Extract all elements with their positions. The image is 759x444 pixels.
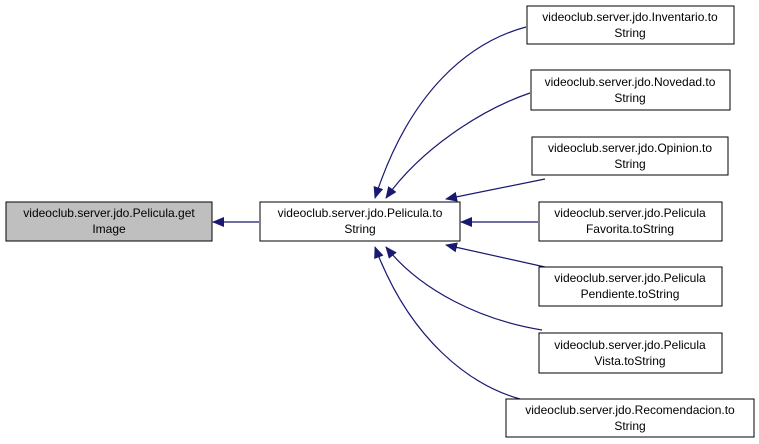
edge-pendiente-tostring-to-pelicula-tostring [445,242,546,268]
node-label-line2: Pendiente.toString [581,287,680,301]
edge-novedad-tostring-to-pelicula-tostring [385,92,531,199]
node-label-line1: videoclub.server.jdo.Opinion.to [548,141,712,155]
node-pelicula-favorita-tostring[interactable]: videoclub.server.jdo.Pelicula Favorita.t… [538,201,723,242]
node-label-line2: Favorita.toString [586,222,674,236]
edges [212,26,546,400]
node-recomendacion-tostring[interactable]: videoclub.server.jdo.Recomendacion.to St… [505,398,755,438]
node-pelicula-pendiente-tostring[interactable]: videoclub.server.jdo.Pelicula Pendiente.… [538,266,723,307]
node-label-line1: videoclub.server.jdo.Pelicula.to [278,206,443,220]
node-label-line2: String [614,157,645,171]
nodes: videoclub.server.jdo.Pelicula.get Image … [5,5,755,438]
node-label-line1: videoclub.server.jdo.Inventario.to [542,10,718,24]
node-novedad-tostring[interactable]: videoclub.server.jdo.Novedad.to String [530,69,731,111]
node-label-line2: String [614,419,645,433]
node-label-line2: String [614,91,645,105]
edge-recomendacion-tostring-to-pelicula-tostring [374,246,521,400]
node-pelicula-vista-tostring[interactable]: videoclub.server.jdo.Pelicula Vista.toSt… [538,332,723,374]
node-inventario-tostring[interactable]: videoclub.server.jdo.Inventario.to Strin… [526,5,735,45]
edge-vista-tostring-to-pelicula-tostring [385,246,543,331]
node-label-line1: videoclub.server.jdo.Pelicula [554,271,706,285]
node-pelicula-getimage[interactable]: videoclub.server.jdo.Pelicula.get Image [5,201,213,242]
edge-inventario-tostring-to-pelicula-tostring [373,26,527,199]
node-label-line1: videoclub.server.jdo.Pelicula.get [23,206,195,220]
node-pelicula-tostring[interactable]: videoclub.server.jdo.Pelicula.to String [259,201,461,242]
node-label-line1: videoclub.server.jdo.Pelicula [554,338,706,352]
node-label-line2: Image [92,222,126,236]
node-label-line2: String [344,222,375,236]
edge-opinion-tostring-to-pelicula-tostring [445,178,546,202]
node-label-line1: videoclub.server.jdo.Pelicula [554,206,706,220]
node-label-line2: Vista.toString [594,354,665,368]
node-label-line1: videoclub.server.jdo.Novedad.to [545,75,716,89]
node-label-line2: String [614,26,645,40]
node-label-line1: videoclub.server.jdo.Recomendacion.to [525,403,735,417]
node-opinion-tostring[interactable]: videoclub.server.jdo.Opinion.to String [531,136,729,176]
